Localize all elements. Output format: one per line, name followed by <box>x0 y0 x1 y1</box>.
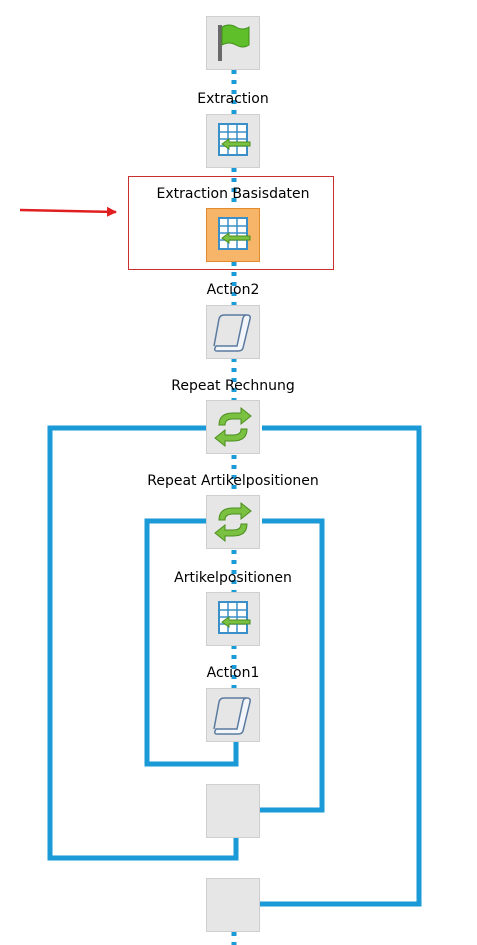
node-label-artikelpositionen: Artikelpositionen <box>174 570 292 586</box>
script-icon <box>213 697 251 735</box>
inner-loop-connector <box>144 518 239 767</box>
node-label-repeat-artikelpositionen: Repeat Artikelpositionen <box>147 473 319 489</box>
repeat-rechnung-node[interactable] <box>206 400 260 454</box>
script-icon <box>213 314 251 352</box>
node-label-action2: Action2 <box>206 282 260 298</box>
node-label-extraction: Extraction <box>197 91 269 107</box>
extraction-table-icon <box>218 123 251 156</box>
action1-node[interactable] <box>206 688 260 742</box>
inner-loop-end-node[interactable] <box>206 784 260 838</box>
extraction-node[interactable] <box>206 114 260 168</box>
repeat-icon <box>214 501 252 543</box>
action2-node[interactable] <box>206 305 260 359</box>
repeat-icon <box>214 406 252 448</box>
outer-loop-end-node[interactable] <box>206 878 260 932</box>
annotation-arrow <box>19 206 117 217</box>
outer-loop-connector <box>47 425 239 861</box>
node-label-extraction-basisdaten: Extraction Basisdaten <box>156 186 310 202</box>
green-flag-icon <box>218 24 250 61</box>
outer-loop-return <box>233 425 422 932</box>
node-label-action1: Action1 <box>206 665 260 681</box>
extraction-table-icon <box>218 601 251 634</box>
extraction-basisdaten-node[interactable] <box>206 208 260 262</box>
extraction-table-icon <box>218 217 251 250</box>
node-label-repeat-rechnung: Repeat Rechnung <box>171 378 295 394</box>
connectors <box>47 70 422 945</box>
artikelpositionen-node[interactable] <box>206 592 260 646</box>
start-node[interactable] <box>206 16 260 70</box>
selection-highlight-box <box>128 176 334 270</box>
repeat-artikelpositionen-node[interactable] <box>206 495 260 549</box>
